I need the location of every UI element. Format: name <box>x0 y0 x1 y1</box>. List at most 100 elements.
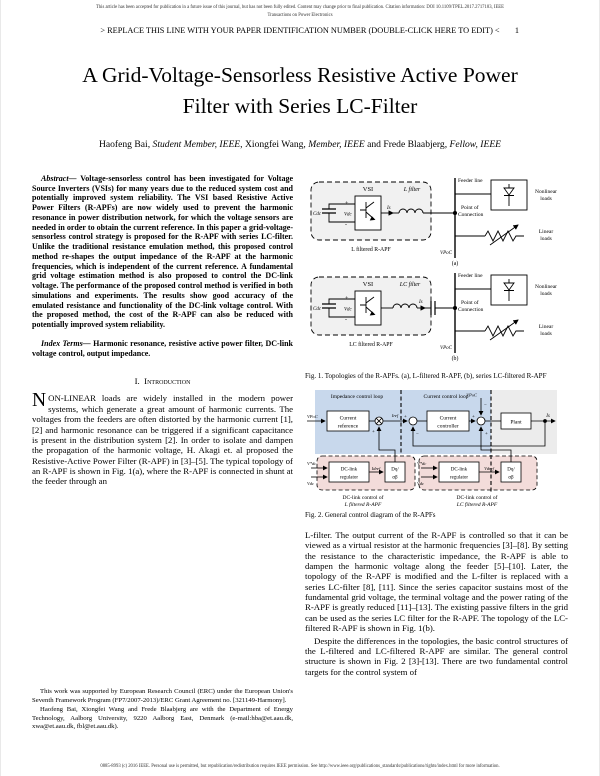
dq-ab-label-1: Dq/ <box>507 468 515 473</box>
dq-ab-label-2: αβ <box>508 476 514 481</box>
is-label: Is <box>418 300 423 305</box>
poc-label-2: Connection <box>458 307 484 313</box>
vdc-label: Vdc <box>307 481 314 486</box>
vdc-label: Vdc <box>344 212 353 217</box>
figure-1b-diagram: VSI LC filter Cdc + Vdc - Is Feeder line… <box>310 272 557 362</box>
dc-link-regulator-label-2: regulator <box>450 476 468 481</box>
vdref-label: Vdref <box>484 466 495 471</box>
inductor-coil-icon <box>398 208 424 213</box>
page-number: 1 <box>514 26 519 36</box>
linear-loads-label-2: loads <box>540 236 552 242</box>
plus-sign: + <box>472 415 475 420</box>
dc-link-control-right-label-1: DC-link control of <box>457 494 498 501</box>
linear-loads-label-1: Linear <box>539 229 554 235</box>
right-column: VSI L filter Cdc + Vdc - Is Feeder line … <box>305 174 568 732</box>
paper-title: A Grid-Voltage-Sensorless Resistive Acti… <box>82 63 518 118</box>
funding-note: This work was supported by European Rese… <box>32 688 293 705</box>
filter-label: L filter <box>403 186 421 193</box>
author-affiliation: Student Member, IEEE <box>152 139 241 151</box>
nonlinear-loads-label-2: loads <box>540 291 552 297</box>
abstract-label: Abstract— <box>41 173 77 183</box>
apf-type-label: L filtered R-APF <box>351 246 391 253</box>
vdc-label: Vdc <box>344 307 353 312</box>
igbt-symbol-icon <box>360 201 375 220</box>
author-affiliation: Fellow, IEEE <box>449 139 502 151</box>
linear-loads-label-2: loads <box>540 331 552 337</box>
vsi-label: VSI <box>363 186 373 193</box>
vpoc-top-label: VPoC <box>466 393 478 398</box>
running-header-text: > REPLACE THIS LINE WITH YOUR PAPER IDEN… <box>100 26 500 36</box>
author-name: Haofeng Bai, <box>98 139 153 151</box>
section-number: I. <box>134 376 140 387</box>
iref-label: Iref <box>391 413 399 418</box>
dc-link-regulator-label-1: DC-link <box>451 468 468 473</box>
vsi-label: VSI <box>363 281 373 288</box>
current-controller-label-1: Current <box>440 416 457 422</box>
is-output-label: Is <box>545 414 550 419</box>
is-label: Is <box>386 206 391 211</box>
subfigure-tag: (a) <box>452 260 459 267</box>
current-loop-label: Current control loop <box>424 394 469 400</box>
figure-2: Impedance control loop Current control l… <box>305 390 568 529</box>
left-column: Abstract— Voltage-sensorless control has… <box>32 174 293 732</box>
plus-sign: + <box>345 296 349 302</box>
apf-type-label: LC filtered R-APF <box>349 341 393 348</box>
vpoc-label: VPoC <box>440 251 453 256</box>
resistor-icon <box>484 324 524 337</box>
figure-2-caption: Fig. 2. General control diagram of the R… <box>305 511 436 520</box>
nonlinear-loads-label-1: Nonlinear <box>535 284 557 290</box>
figure-2-diagram: Impedance control loop Current control l… <box>307 390 557 508</box>
minus-sign: - <box>345 317 347 323</box>
two-column-body: Abstract— Voltage-sensorless control has… <box>1 174 599 732</box>
minus-sign: − <box>484 403 487 408</box>
plus-sign: + <box>345 201 349 207</box>
minus-sign: − <box>416 432 419 437</box>
inductor-coil-icon <box>392 303 418 308</box>
index-terms-text: Harmonic resonance, resistive active pow… <box>32 338 294 358</box>
idref-label: Idref <box>371 466 381 471</box>
author-name: , Xiongfei Wang, <box>240 139 309 151</box>
feeder-line-label: Feeder line <box>458 273 483 279</box>
current-reference-label-1: Current <box>340 416 357 422</box>
author-affiliation: Member, IEEE <box>308 139 365 151</box>
nonlinear-loads-label-1: Nonlinear <box>535 189 557 195</box>
vdc-ref-label: V*dc <box>307 461 316 466</box>
vpoc-label: VPoC <box>440 346 453 351</box>
abstract-text: Voltage-sensorless control has been inve… <box>32 173 293 330</box>
poc-label-1: Point of <box>461 204 479 211</box>
dc-link-regulator-label-1: DC-link <box>341 468 358 473</box>
vsi-bridge-box <box>354 195 382 231</box>
dc-link-regulator-label-2: regulator <box>340 476 358 481</box>
plus-sign: + <box>372 430 375 435</box>
figure-1-caption: Fig. 1. Topologies of the R-APFs. (a), L… <box>305 371 547 380</box>
affiliation-note: Haofeng Bai, Xiongfei Wang and Frede Bla… <box>32 705 293 731</box>
right-column-paragraph-2: Despite the differences in the topologie… <box>305 635 568 677</box>
section-name: Introduction <box>144 376 191 387</box>
running-header: > REPLACE THIS LINE WITH YOUR PAPER IDEN… <box>1 26 599 35</box>
plus-sign: + <box>404 415 407 420</box>
authors-line: Haofeng Bai, Student Member, IEEE, Xiong… <box>65 138 535 153</box>
plus-sign: + <box>485 432 488 437</box>
poc-label-1: Point of <box>461 299 479 306</box>
acceptance-notice-line2: Transactions on Power Electronics <box>267 12 333 18</box>
right-column-paragraph-1: L-filter. The output current of the R-AP… <box>305 529 568 634</box>
copyright-footer: 0885-8993 (c) 2016 IEEE. Personal use is… <box>100 764 500 769</box>
cdc-label: Cdc <box>313 212 322 217</box>
dc-link-control-left-label-1: DC-link control of <box>343 494 384 501</box>
author-name: and Frede Blaabjerg, <box>364 139 450 151</box>
dc-link-control-left-label-2: L filtered R-APF <box>344 501 382 508</box>
index-terms: Index Terms— Harmonic resonance, resisti… <box>32 339 293 359</box>
acceptance-notice-line1: This article has been accepted for publi… <box>95 5 505 10</box>
poc-label-2: Connection <box>458 212 484 218</box>
minus-sign: - <box>345 222 347 228</box>
acceptance-notice: This article has been accepted for publi… <box>1 0 599 19</box>
igbt-symbol-icon <box>360 296 375 315</box>
first-page-footnote: This work was supported by European Rese… <box>32 688 293 732</box>
dq-ab-label-1: Dq/ <box>391 468 399 473</box>
linear-loads-label-1: Linear <box>539 324 554 330</box>
figure-1: VSI L filter Cdc + Vdc - Is Feeder line … <box>305 174 568 390</box>
vsi-bridge-box <box>354 290 382 326</box>
plant-label: Plant <box>510 420 522 426</box>
